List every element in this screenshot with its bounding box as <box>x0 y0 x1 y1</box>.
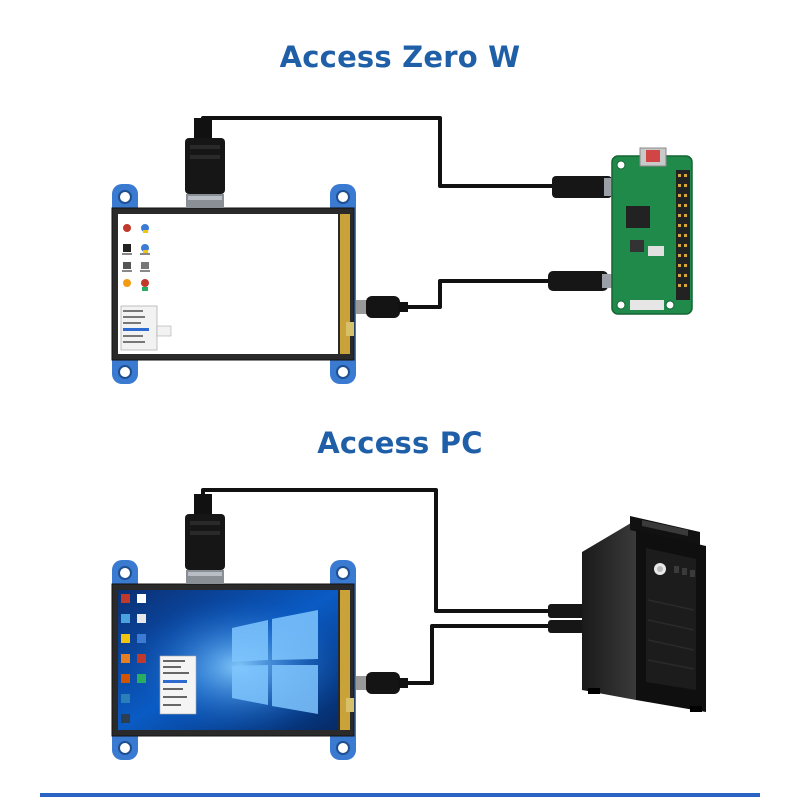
usb-plug-top <box>356 296 408 318</box>
hdmi-plug-top <box>185 118 225 208</box>
desktop-icon-grid <box>121 594 146 723</box>
section-title-pc: Access PC <box>317 426 483 460</box>
cable-hdmi-top <box>201 116 560 188</box>
lcd-display-top <box>111 118 408 384</box>
footer-divider <box>40 793 760 797</box>
pc-tower <box>548 516 706 712</box>
section-title-zero-w: Access Zero W <box>279 40 521 74</box>
raspberry-pi-zero-w <box>548 147 693 315</box>
windows-logo <box>232 610 318 714</box>
cable-hdmi-bottom <box>201 488 556 613</box>
cable-usb-bottom <box>406 624 556 685</box>
start-menu <box>120 305 172 351</box>
hdmi-plug-bottom <box>185 494 225 584</box>
cable-usb-top <box>406 279 552 309</box>
usb-plug-bottom <box>356 672 408 694</box>
lcd-display-bottom <box>111 494 408 760</box>
desktop-icon-grid <box>122 224 150 291</box>
context-menu <box>159 655 197 715</box>
